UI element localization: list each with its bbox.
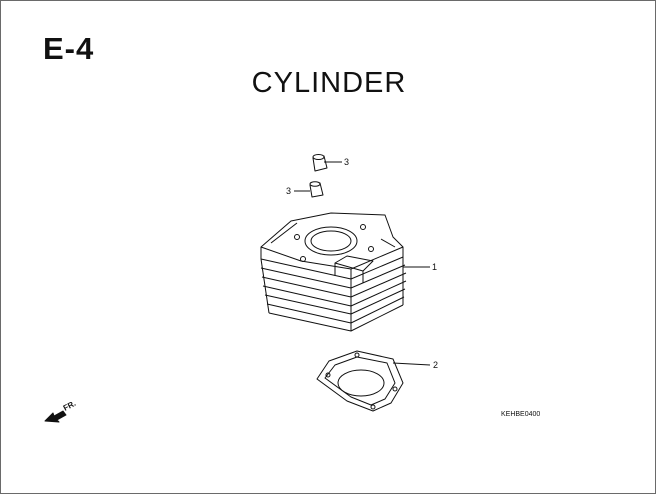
callout-1: 1 <box>432 262 437 272</box>
page-title: CYLINDER <box>251 67 407 99</box>
callout-2: 2 <box>433 360 438 370</box>
drawing-code: KEHBE0400 <box>501 411 540 418</box>
callout-3-upper: 3 <box>344 157 349 167</box>
callout-3-lower: 3 <box>286 186 291 196</box>
front-direction-arrow <box>44 410 67 423</box>
dowel-pin-upper <box>312 154 342 172</box>
base-gasket <box>316 350 431 412</box>
cylinder-block <box>260 212 430 332</box>
section-code: E-4 <box>43 31 95 66</box>
front-direction-label: FR. <box>62 399 78 413</box>
dowel-pin-lower <box>294 181 324 198</box>
